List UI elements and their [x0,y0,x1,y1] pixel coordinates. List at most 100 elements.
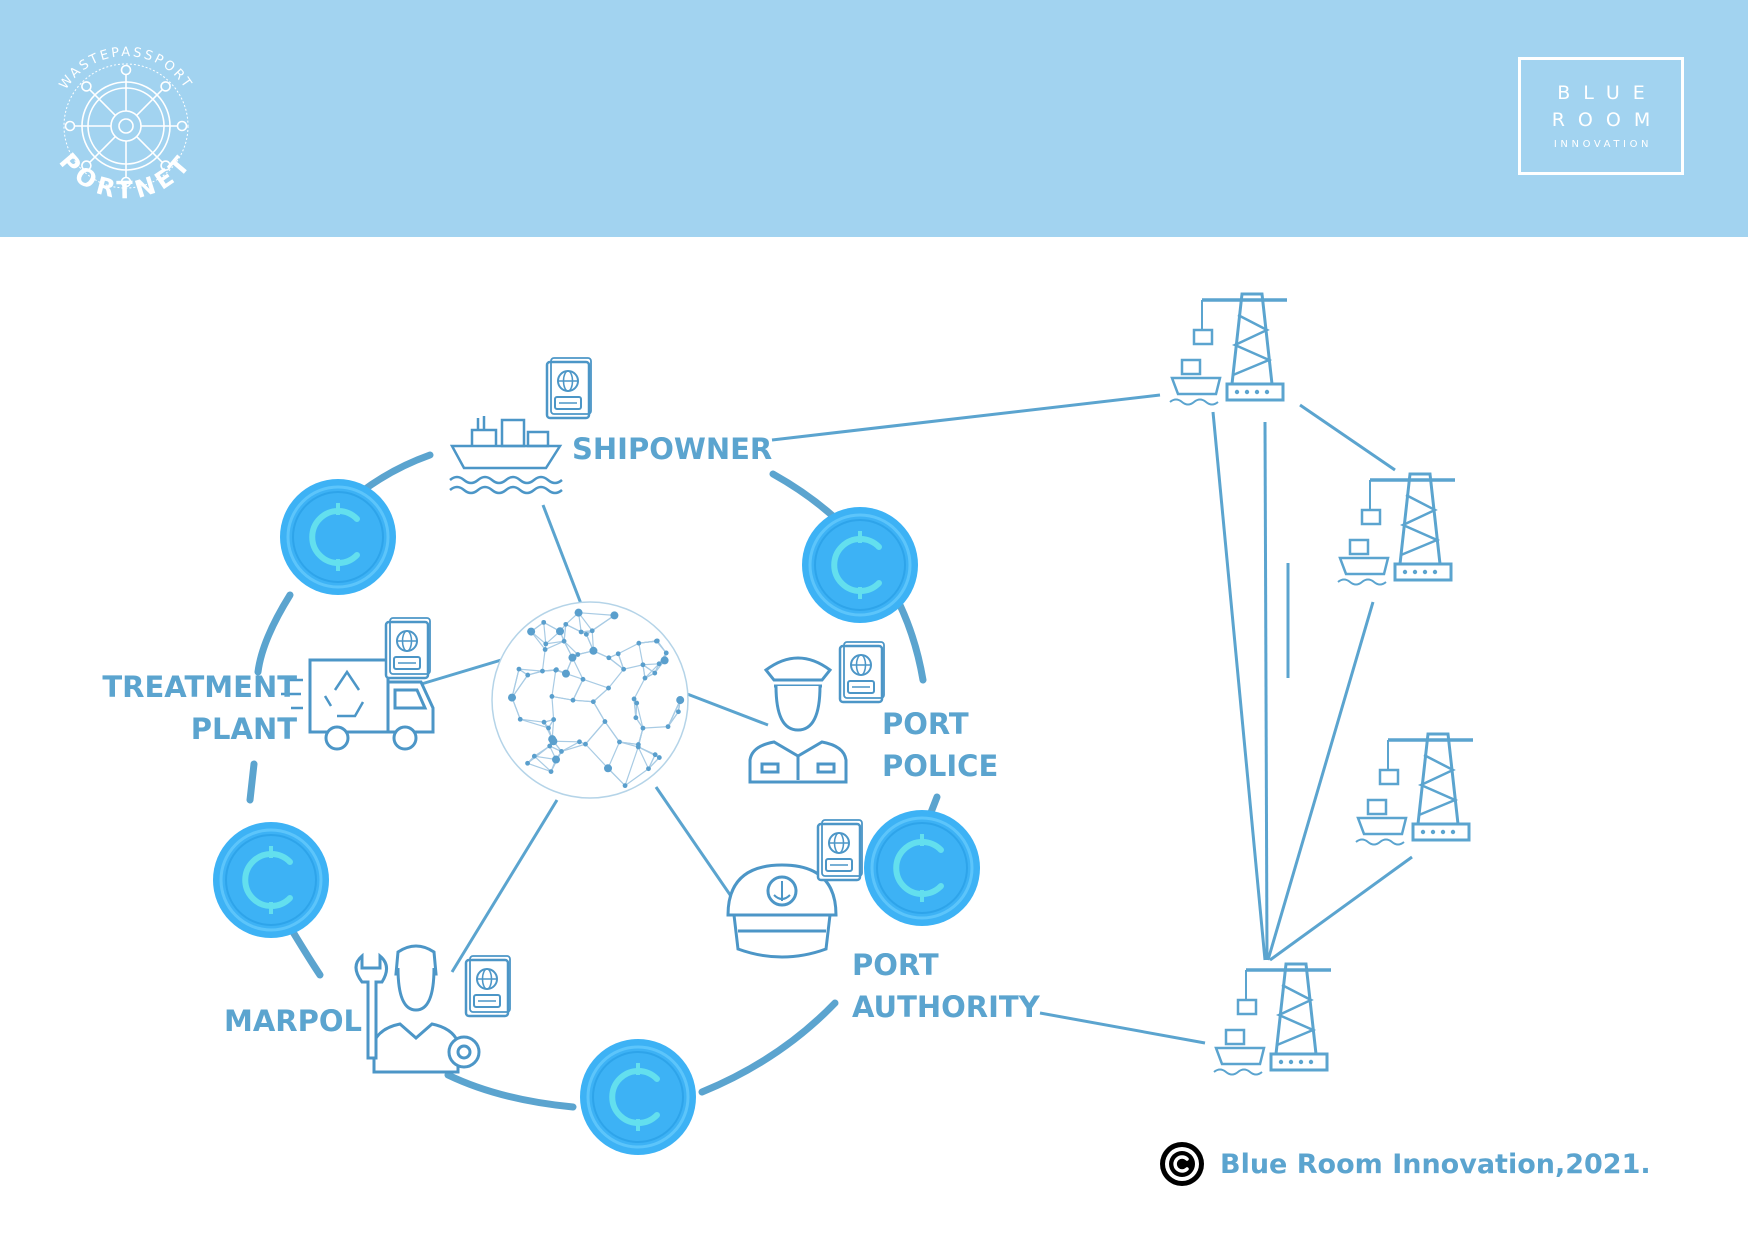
coins-layer [213,479,980,1155]
label-marpol: MARPOL [224,1004,363,1038]
globe-node [583,631,589,637]
coin-icon [580,1039,696,1155]
globe-node [551,717,557,722]
copyright-text: Blue Room Innovation,2021. [1220,1148,1651,1180]
globe-node [548,769,554,775]
globe-node [634,700,640,706]
globe-node [541,719,547,725]
passport-icon [464,954,512,1018]
globe-node [568,653,577,662]
globe-node [517,716,523,722]
logo-line-room: ROOM [1551,108,1664,131]
globe-node [542,647,548,652]
globe-node [660,656,669,665]
logo-line-innovation: INNOVATION [1553,138,1653,150]
globe-node [578,629,584,635]
globe-node [631,696,637,702]
globe-node [617,739,622,745]
globe-node [606,655,612,661]
globe-node [622,783,628,789]
globe-node [543,641,549,647]
globe-node [606,685,611,691]
passport-icon [838,640,886,704]
globe-node [575,652,581,657]
connection-lines [417,393,1413,1045]
globe-node [561,669,570,678]
passport-icon [545,356,593,420]
globe-node [646,766,651,772]
port-crane-icon [1212,962,1333,1077]
police-officer-icon [748,656,848,784]
globe-node [633,715,639,721]
passport-icon [816,818,864,882]
label-port-police: PORT POLICE [882,707,999,783]
globe-node [541,619,547,625]
copyright-notice: Blue Room Innovation,2021. [1158,1140,1651,1188]
globe-node [590,699,596,705]
coin-icon [864,810,980,926]
cargo-ship-icon [449,416,563,495]
globe-node [549,737,558,746]
globe-node [654,638,660,644]
globe-node [583,741,588,747]
globe-node [577,739,582,745]
coin-icon [213,822,329,938]
label-port-authority: PORT AUTHORITY [852,948,1040,1024]
passport-icon [384,616,432,680]
globe-node [621,666,627,672]
globe-node [640,725,646,731]
globe-node [656,755,662,760]
blue-room-innovation-logo: BLUE ROOM INNOVATION [1518,57,1684,175]
globe-node [589,646,598,655]
globe-node [559,749,564,754]
globe-node [642,675,648,681]
mechanic-icon [354,944,481,1074]
globe-node [547,743,553,749]
globe-node [508,693,517,702]
copyright-icon [1160,1142,1204,1186]
captain-hat-icon [726,863,838,959]
globe-node [610,611,619,620]
network-diagram [0,292,1475,1240]
globe-node [527,627,536,636]
globe-node [525,760,530,766]
globe-node [656,661,662,667]
globe-node [615,651,621,657]
globe-node [540,668,545,674]
globe-node [635,742,641,747]
header-banner: WASTEPASSPORT PORTNET BLUE ROOM INNOVATI… [0,0,1748,237]
globe-node [580,676,586,682]
globe-node [531,753,537,759]
port-crane-icon [1336,472,1457,587]
globe-node [589,628,595,634]
port-crane-icon [1354,732,1475,847]
network-globe-icon [491,601,689,799]
globe-node [602,719,608,724]
label-shipowner: SHIPOWNER [572,432,773,466]
globe-node [552,755,561,764]
globe-node [570,697,576,703]
port-crane-icon [1168,292,1289,407]
globe-node [556,627,565,636]
recycling-truck-icon [281,658,435,751]
globe-node [636,640,642,646]
coin-icon [802,507,918,623]
globe-node [677,699,683,705]
globe-node [561,638,567,644]
wastepassport-portnet-logo: WASTEPASSPORT PORTNET [54,45,194,204]
ports-layer [1168,292,1475,1077]
globe-node [563,621,569,627]
globe-node [516,666,522,672]
globe-node [652,670,658,676]
globe-node [640,662,646,668]
globe-node [554,667,559,673]
globe-node [676,709,681,715]
coin-icon [280,479,396,595]
globe-node [546,725,551,731]
globe-node [665,724,671,730]
label-treatment-plant: TREATMENT PLANT [102,670,297,746]
logo-line-blue: BLUE [1557,81,1658,104]
globe-node [549,694,555,699]
globe-node [663,650,669,656]
globe-node [525,672,531,678]
